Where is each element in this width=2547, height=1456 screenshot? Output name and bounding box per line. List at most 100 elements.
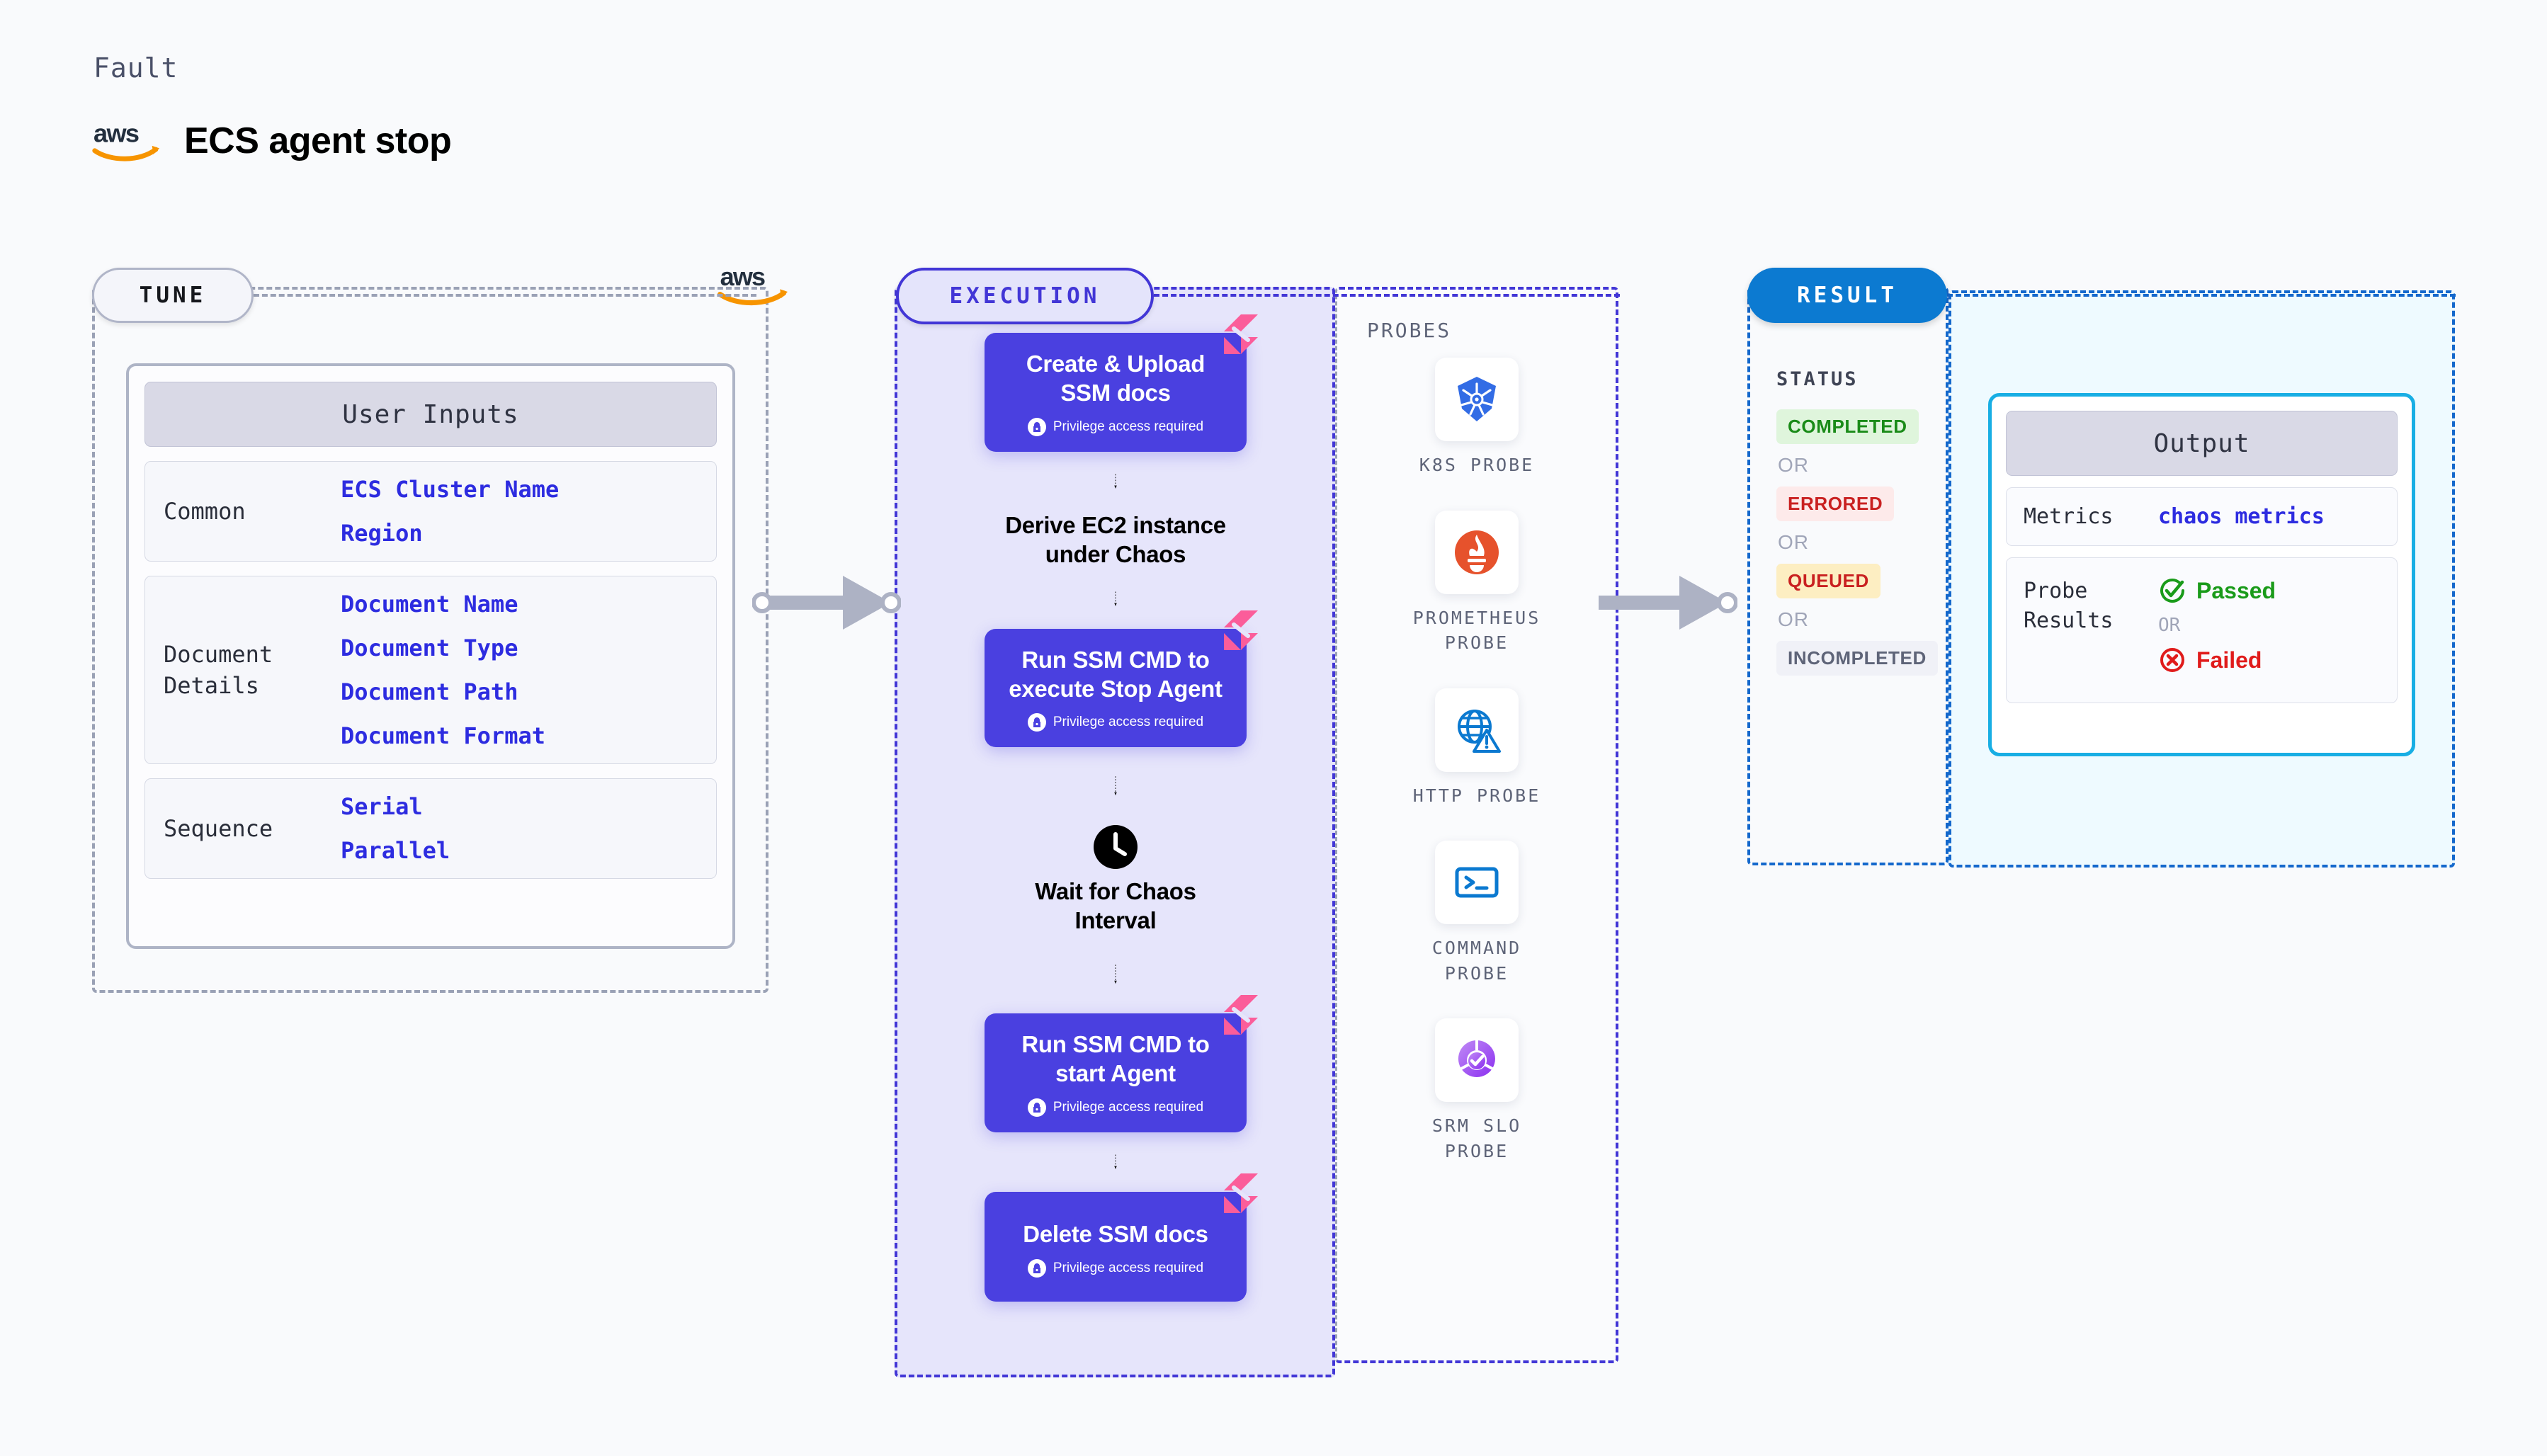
probe-item-http[interactable]: HTTP PROBE (1413, 688, 1541, 809)
arrow-down-icon (1114, 591, 1117, 606)
check-circle-icon (2160, 579, 2184, 603)
failed-label: Failed (2196, 647, 2262, 673)
http-globe-icon (1457, 709, 1501, 753)
or-separator: OR (1778, 531, 1809, 553)
probe-label: K8S PROBE (1419, 455, 1535, 475)
flow-arrow-execution-to-result (1599, 576, 1737, 630)
probe-tile (1434, 688, 1519, 772)
input-group-label: Common (164, 497, 246, 525)
privilege-note: Privilege access required (999, 417, 1232, 436)
svg-text:aws: aws (93, 119, 139, 148)
status-badge-completed: COMPLETED (1776, 409, 1919, 444)
execution-badge[interactable]: EXECUTION (896, 268, 1154, 324)
harness-logo-icon (1224, 995, 1258, 1035)
harness-logo-icon (1224, 610, 1258, 650)
user-inputs-panel: User Inputs Common ECS Cluster Name Regi… (126, 363, 735, 949)
chaos-metrics-link[interactable]: chaos metrics (2158, 504, 2325, 530)
or-separator: OR (1778, 608, 1809, 630)
flow-connector (1113, 935, 1118, 1013)
fault-kicker: Fault (93, 52, 178, 84)
input-value[interactable]: Region (341, 520, 423, 547)
status-label: STATUS (1776, 368, 1859, 390)
arrow-down-icon (1114, 965, 1117, 984)
input-value[interactable]: ECS Cluster Name (341, 476, 560, 503)
prometheus-icon (1454, 530, 1499, 574)
status-list: COMPLETED OR ERRORED OR QUEUED OR INCOMP… (1776, 409, 1939, 676)
step-title: Delete SSM docs (1023, 1221, 1208, 1248)
probes-region (1335, 287, 1618, 1363)
result-badge[interactable]: RESULT (1747, 268, 1947, 323)
tune-badge-connector (254, 294, 756, 297)
privilege-label: Privilege access required (1053, 1260, 1204, 1275)
probe-result-passed: Passed (2158, 576, 2276, 605)
probe-tile (1435, 358, 1519, 441)
privilege-note: Privilege access required (999, 1098, 1232, 1117)
probe-item-k8s[interactable]: K8S PROBE (1419, 358, 1534, 478)
probe-tile (1434, 841, 1519, 924)
kubernetes-icon (1458, 377, 1496, 421)
or-separator: OR (2158, 615, 2181, 637)
flow-connector (1113, 747, 1118, 825)
privilege-note: Privilege access required (999, 1258, 1232, 1278)
arrow-down-icon (1114, 474, 1117, 489)
page-title: ECS agent stop (184, 120, 452, 161)
probe-result-failed: Failed (2158, 646, 2276, 674)
privilege-label: Privilege access required (1053, 419, 1204, 434)
tune-badge[interactable]: TUNE (92, 268, 254, 323)
input-value[interactable]: Serial (341, 793, 423, 820)
input-group-values: Serial Parallel (341, 793, 450, 864)
status-badge-errored: ERRORED (1776, 487, 1895, 521)
clock-icon (1093, 825, 1138, 870)
user-inputs-title: User Inputs (144, 382, 717, 447)
lock-icon (1027, 1258, 1046, 1278)
input-value[interactable]: Document Path (341, 678, 518, 705)
privilege-label: Privilege access required (1053, 1100, 1204, 1115)
input-value[interactable]: Document Type (341, 635, 518, 661)
flow-arrow-tune-to-execution (752, 576, 901, 630)
aws-logo-icon: aws (717, 262, 788, 306)
input-value[interactable]: Parallel (341, 837, 450, 864)
tune-region (92, 287, 768, 993)
step-delete-ssm-docs[interactable]: Delete SSM docs Privilege access require… (985, 1173, 1258, 1302)
privilege-note: Privilege access required (999, 713, 1232, 732)
input-group-values: Document Name Document Type Document Pat… (341, 591, 545, 749)
output-row-label: Metrics (2024, 504, 2114, 529)
input-value[interactable]: Document Name (341, 591, 518, 618)
input-value[interactable]: Document Format (341, 722, 545, 749)
aws-logo-icon: aws (92, 119, 160, 161)
lock-icon (1027, 1098, 1046, 1117)
probes-label: PROBES (1367, 319, 1452, 342)
execution-badge-connector (1154, 294, 1620, 297)
page-title-row: aws ECS agent stop (92, 119, 452, 163)
flow-connector (1113, 569, 1118, 629)
or-separator: OR (1778, 454, 1809, 476)
x-circle-icon (2160, 648, 2184, 673)
output-row-metrics: Metrics chaos metrics (2006, 487, 2398, 547)
lock-icon (1027, 713, 1046, 732)
harness-logo-icon (1224, 1173, 1258, 1214)
result-badge-connector (1947, 294, 2456, 297)
input-group-sequence: Sequence Serial Parallel (144, 778, 717, 879)
output-title: Output (2006, 411, 2398, 476)
